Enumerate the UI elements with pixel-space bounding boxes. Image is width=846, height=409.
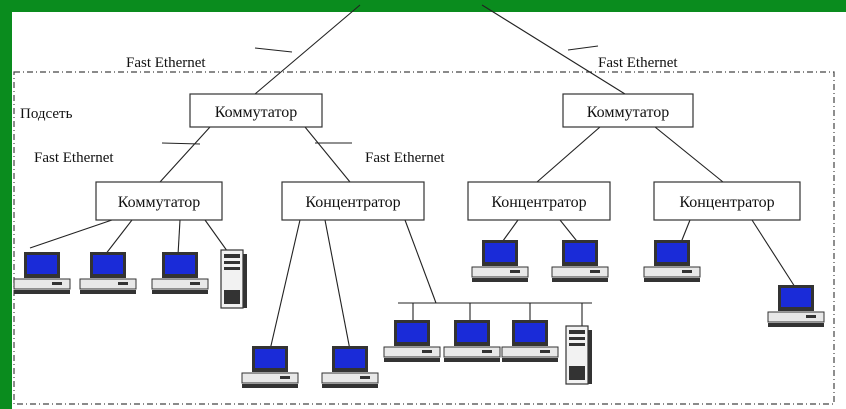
subnet-frame bbox=[13, 71, 835, 405]
hub-box-mid bbox=[281, 181, 425, 221]
green-block-top-right bbox=[636, 0, 846, 12]
hub-label-right-a: Концентратор bbox=[491, 194, 586, 211]
switch-box-level2 bbox=[95, 181, 223, 221]
fast-ethernet-label-mid-left: Fast Ethernet bbox=[34, 150, 114, 166]
switch-box-right bbox=[562, 93, 694, 128]
hub-label-right-b: Концентратор bbox=[679, 194, 774, 211]
fast-ethernet-label-top-right: Fast Ethernet bbox=[598, 55, 678, 71]
switch-label-level2: Коммутатор bbox=[118, 194, 200, 211]
hub-box-right-a bbox=[467, 181, 611, 221]
server-tower-icon bbox=[220, 249, 248, 309]
subnet-label: Подсеть bbox=[20, 106, 73, 122]
hub-label-mid: Концентратор bbox=[305, 194, 400, 211]
switch-box-left bbox=[189, 93, 323, 128]
switch-label-left: Коммутатор bbox=[215, 104, 297, 121]
hub-box-right-b bbox=[653, 181, 801, 221]
switch-label-right: Коммутатор bbox=[587, 104, 669, 121]
fast-ethernet-label-mid-right: Fast Ethernet bbox=[365, 150, 445, 166]
fast-ethernet-label-top-left: Fast Ethernet bbox=[126, 55, 206, 71]
green-block-bottom-left bbox=[0, 300, 12, 409]
connection-lines bbox=[29, 4, 796, 351]
server-tower-icon bbox=[565, 325, 593, 385]
